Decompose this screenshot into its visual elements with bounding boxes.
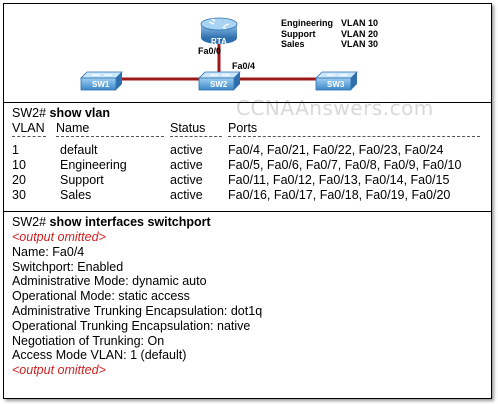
cell-vlan: 30 xyxy=(12,188,26,202)
cell-ports: Fa0/16, Fa0/17, Fa0/18, Fa0/19, Fa0/20 xyxy=(228,188,451,202)
topology-diagram: RTA Fa0/0 Fa0/4 SW1 SW2 SW3 Engineering … xyxy=(4,4,491,102)
router-port-label: Fa0/0 xyxy=(198,46,222,56)
show-vlan-command: SW2# show vlan xyxy=(12,106,110,120)
cell-ports: Fa0/4, Fa0/21, Fa0/22, Fa0/23, Fa0/24 xyxy=(228,143,444,157)
output-line: Operational Mode: static access xyxy=(12,289,190,304)
output-line: Switchport: Enabled xyxy=(12,259,124,274)
cell-status: active xyxy=(170,188,203,202)
legend-row: Engineering VLAN 10 xyxy=(281,18,378,29)
cell-name: default xyxy=(60,143,98,157)
legend-name: Sales xyxy=(281,39,305,49)
legend-row: Support VLAN 20 xyxy=(281,29,378,40)
switch-sw3-icon xyxy=(315,71,358,91)
sw3-label: SW3 xyxy=(327,80,345,89)
output-line: Negotiation of Trunking: On xyxy=(12,333,165,348)
legend-name: Engineering xyxy=(281,18,334,28)
header-rule xyxy=(12,136,46,137)
watermark: CCNAAnswers.com xyxy=(236,96,434,120)
cell-vlan: 1 xyxy=(12,143,19,157)
legend-vlan: VLAN 20 xyxy=(341,28,379,39)
output-omitted-note: <output omitted> xyxy=(12,363,106,378)
cell-status: active xyxy=(170,143,203,157)
switchport-lines: <output omitted> Name: Fa0/4 Switchport:… xyxy=(12,230,262,378)
output-line: Access Mode VLAN: 1 (default) xyxy=(12,348,187,363)
switch-sw2-icon xyxy=(198,71,241,91)
legend-name: Support xyxy=(281,28,316,39)
cell-ports: Fa0/11, Fa0/12, Fa0/13, Fa0/14, Fa0/15 xyxy=(228,173,450,187)
topology-canvas xyxy=(80,17,358,91)
exhibit-frame: RTA Fa0/0 Fa0/4 SW1 SW2 SW3 Engineering … xyxy=(3,3,492,399)
col-header-vlan: VLAN xyxy=(12,121,45,135)
vlan-legend: Engineering VLAN 10 Support VLAN 20 Sale… xyxy=(281,18,378,50)
cell-name: Engineering xyxy=(60,158,127,172)
cli-prompt: SW2# xyxy=(12,215,47,229)
cell-vlan: 10 xyxy=(12,158,26,172)
cell-status: active xyxy=(170,173,203,187)
col-header-name: Name xyxy=(56,121,90,135)
col-header-status: Status xyxy=(170,121,206,135)
header-rule xyxy=(56,136,164,137)
output-line: Administrative Trunking Encapsulation: d… xyxy=(12,303,263,318)
cell-status: active xyxy=(170,158,203,172)
legend-vlan: VLAN 30 xyxy=(341,39,379,49)
cell-ports: Fa0/5, Fa0/6, Fa0/7, Fa0/8, Fa0/9, Fa0/1… xyxy=(228,158,462,172)
cell-vlan: 20 xyxy=(12,173,26,187)
switch-sw1-icon xyxy=(80,71,123,91)
legend-row: Sales VLAN 30 xyxy=(281,39,378,50)
sw2-label: SW2 xyxy=(210,80,228,89)
router-label: RTA xyxy=(211,37,227,46)
show-switchport-output: SW2# show interfaces switchport <output … xyxy=(4,211,491,399)
output-line: Administrative Mode: dynamic auto xyxy=(12,274,207,289)
cli-command: show vlan xyxy=(49,106,110,120)
header-rule xyxy=(170,136,222,137)
output-omitted-note: <output omitted> xyxy=(12,230,106,244)
col-header-ports: Ports xyxy=(228,121,258,135)
output-line: Operational Trunking Encapsulation: nati… xyxy=(12,318,251,333)
show-switchport-command: SW2# show interfaces switchport xyxy=(12,215,211,229)
legend-vlan: VLAN 10 xyxy=(341,18,379,28)
sw1-label: SW1 xyxy=(92,80,110,89)
header-rule xyxy=(228,136,480,137)
router-rta-icon xyxy=(200,17,238,44)
cli-command: show interfaces switchport xyxy=(49,215,211,229)
sw2-port-label: Fa0/4 xyxy=(232,61,256,71)
cli-prompt: SW2# xyxy=(12,106,47,120)
cell-name: Support xyxy=(60,173,104,187)
show-vlan-output: SW2# show vlan VLAN Name Status Ports 1 … xyxy=(4,102,491,212)
cell-name: Sales xyxy=(60,188,92,202)
output-line: Name: Fa0/4 xyxy=(12,244,85,259)
